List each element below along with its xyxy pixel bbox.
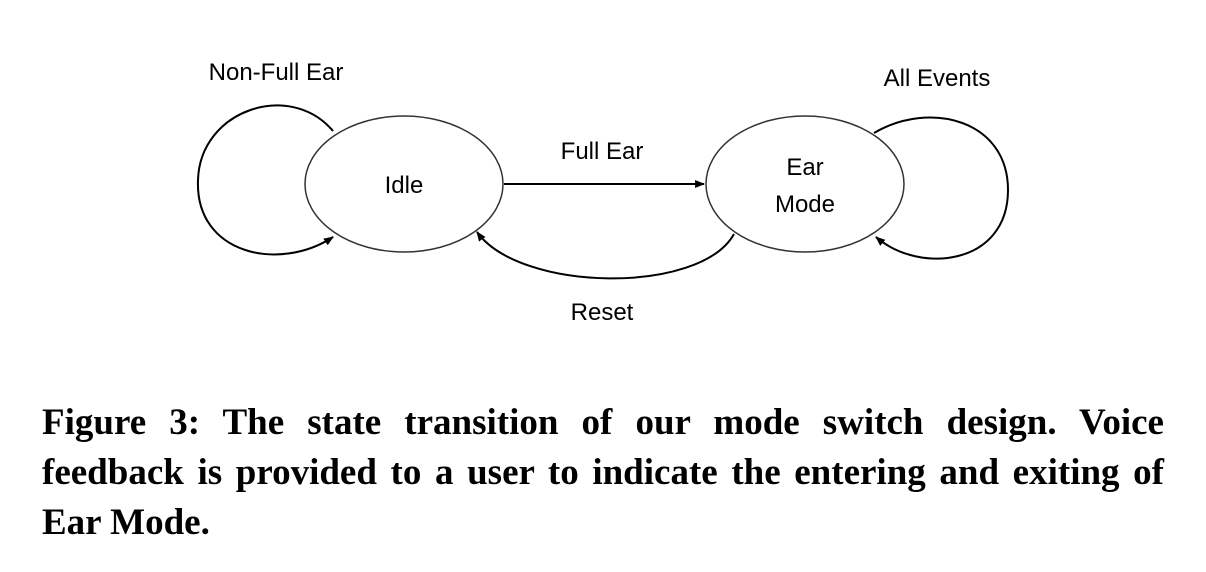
full-ear-transition-label: Full Ear xyxy=(561,138,644,165)
idle-self-loop-label: Non-Full Ear xyxy=(209,59,344,86)
idle-state: Idle xyxy=(304,115,504,253)
figure-caption-label: Figure 3: xyxy=(42,402,201,443)
idle-self-loop-arrow xyxy=(196,104,334,256)
idle-state-label: Idle xyxy=(385,172,424,199)
ear-mode-self-loop-label: All Events xyxy=(884,65,991,92)
state-transition-diagram: Idle Ear Mode Non-Full Ear Full Ear Rese… xyxy=(196,59,1010,326)
ear-mode-self-loop-arrow xyxy=(873,116,1010,260)
reset-transition-label: Reset xyxy=(571,299,634,326)
ear-mode-state-ellipse xyxy=(705,115,905,253)
ear-mode-state-label-line1: Ear xyxy=(786,154,823,181)
figure-caption-text: The state transition of our mode switch … xyxy=(42,402,1164,543)
ear-mode-state: Ear Mode xyxy=(705,115,905,253)
idle-state-ellipse xyxy=(304,115,504,253)
figure-caption: Figure 3: The state transition of our mo… xyxy=(42,398,1164,548)
reset-transition-arrow xyxy=(476,231,735,280)
ear-mode-state-label-line2: Mode xyxy=(775,191,835,218)
